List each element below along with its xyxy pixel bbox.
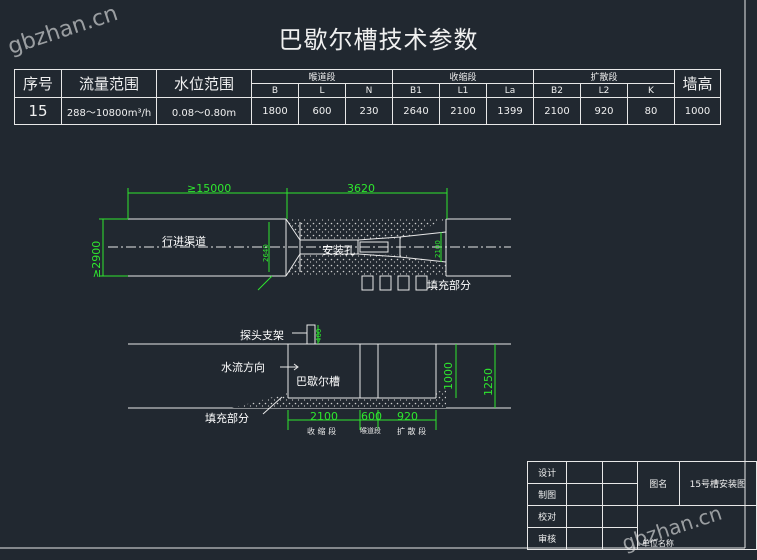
cell-l: 600 xyxy=(298,97,346,125)
tb-design-date xyxy=(601,461,638,484)
tb-drawing-name: 15号槽安装图 xyxy=(678,461,757,506)
tb-check-date xyxy=(601,505,638,528)
header-level-range: 水位范围 xyxy=(156,69,252,98)
cell-wall-height: 1000 xyxy=(674,97,721,125)
subheader-l1: L1 xyxy=(439,83,487,98)
tb-review-date xyxy=(601,527,638,550)
tb-drawing-value xyxy=(566,483,603,506)
section-diverging-label: 扩 散 段 xyxy=(397,427,427,436)
cell-l2: 920 xyxy=(580,97,628,125)
dim-920: 920 xyxy=(397,410,418,423)
header-throat: 喉道段 xyxy=(251,69,393,84)
cell-k: 80 xyxy=(627,97,675,125)
elevation-fill-label: 填充部分 xyxy=(205,412,249,425)
dim-probe-height: 400 xyxy=(315,328,323,342)
title-block: 设计 图名 15号槽安装图 制图 校对 单位名称 审核 xyxy=(526,461,757,550)
tb-check: 校对 xyxy=(526,505,568,528)
tb-drawing: 制图 xyxy=(526,483,568,506)
tb-drawing-name-label: 图名 xyxy=(636,461,680,506)
subheader-n: N xyxy=(345,83,393,98)
cell-level-range: 0.08～0.80m xyxy=(156,97,252,125)
header-diverging: 扩散段 xyxy=(533,69,675,84)
cell-seq: 15 xyxy=(14,97,62,125)
subheader-k: K xyxy=(627,83,675,98)
cell-b1: 2640 xyxy=(392,97,440,125)
tb-design-value xyxy=(566,461,603,484)
cell-la: 1399 xyxy=(486,97,534,125)
leader-lines xyxy=(262,332,307,415)
tb-review-value xyxy=(566,527,603,550)
subheader-l2: L2 xyxy=(580,83,628,98)
elevation-dimensions xyxy=(287,325,496,430)
tb-check-value xyxy=(566,505,603,528)
cell-b: 1800 xyxy=(251,97,299,125)
cell-n: 230 xyxy=(345,97,393,125)
header-wall-height: 墙高 xyxy=(674,69,721,98)
subheader-l: L xyxy=(298,83,346,98)
dim-upstream-length: ≥15000 xyxy=(187,182,232,195)
section-converging-label: 收 缩 段 xyxy=(307,427,337,436)
dim-channel-width: ≥2900 xyxy=(90,240,103,278)
drawing-title: 巴歇尔槽技术参数 xyxy=(278,26,479,54)
tb-org-name: 单位名称 xyxy=(636,505,757,550)
subheader-b1: B1 xyxy=(392,83,440,98)
dim-small-right: 2100 xyxy=(434,240,442,258)
flow-direction-label: 水流方向 xyxy=(221,361,265,374)
subheader-b2: B2 xyxy=(533,83,581,98)
header-flow-range: 流量范围 xyxy=(61,69,157,98)
plan-view xyxy=(108,218,511,291)
tb-design: 设计 xyxy=(526,461,568,484)
dim-1250: 1250 xyxy=(482,368,495,396)
header-converging: 收缩段 xyxy=(392,69,534,84)
cell-flow-range: 288～10800m³/h xyxy=(61,97,157,125)
elevation-view xyxy=(128,324,511,409)
probe-bracket-label: 探头支架 xyxy=(240,329,284,342)
subheader-b: B xyxy=(251,83,299,98)
header-seq: 序号 xyxy=(14,69,62,98)
cell-b2: 2100 xyxy=(533,97,581,125)
plan-fill-label: 填充部分 xyxy=(427,279,471,292)
flume-label: 巴歇尔槽 xyxy=(296,375,340,388)
channel-label: 行进渠道 xyxy=(162,235,206,248)
dim-2100: 2100 xyxy=(310,410,338,423)
dim-1000: 1000 xyxy=(442,362,455,390)
parameter-table: 序号 流量范围 水位范围 喉道段 收缩段 扩散段 墙高 B L N B1 L1 … xyxy=(14,69,721,125)
plan-dimensions xyxy=(99,188,448,291)
install-hole-label: 安装孔 xyxy=(322,244,355,257)
dim-600: 600 xyxy=(361,410,382,423)
dim-small-left: 2640 xyxy=(262,244,270,262)
section-throat-label: 喉道段 xyxy=(360,427,381,435)
tb-review: 审核 xyxy=(526,527,568,550)
tb-drawing-date xyxy=(601,483,638,506)
cell-l1: 2100 xyxy=(439,97,487,125)
subheader-la: La xyxy=(486,83,534,98)
dim-flume-length: 3620 xyxy=(347,182,375,195)
